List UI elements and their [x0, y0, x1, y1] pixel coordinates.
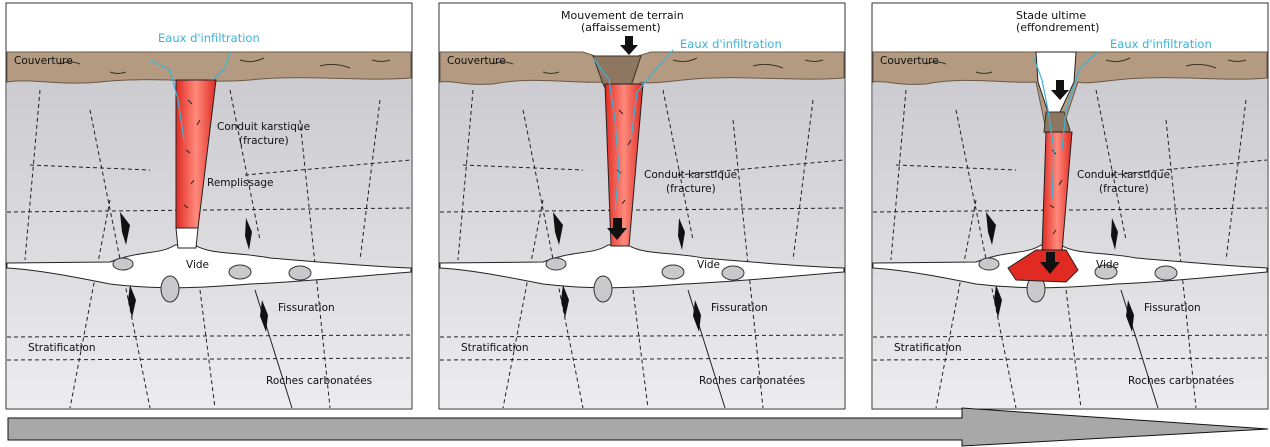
cover-label: Couverture [447, 55, 506, 67]
conduit-sub-label: (fracture) [666, 183, 716, 195]
stratification-label: Stratification [894, 342, 962, 354]
fissure-label: Fissuration [1144, 302, 1201, 314]
conduit-sub-label: (fracture) [1099, 183, 1149, 195]
rock-label: Roches carbonatées [699, 375, 805, 387]
fissure-label: Fissuration [278, 302, 335, 314]
water-label: Eaux d'infiltration [1110, 37, 1212, 51]
conduit-label: Conduit karstique [1077, 169, 1170, 181]
conduit-sub-label: (fracture) [239, 135, 289, 147]
conduit-neck [176, 228, 198, 248]
water-label: Eaux d'infiltration [680, 37, 782, 51]
panel-1: Eaux d'infiltration Couverture Conduit k… [6, 3, 412, 409]
panel-3: Stade ultime (effondrement) Eaux d'infil… [872, 3, 1268, 409]
progression-arrow [8, 408, 1268, 446]
stratification-label: Stratification [28, 342, 96, 354]
fissure-label: Fissuration [711, 302, 768, 314]
stage-subtitle: (effondrement) [1016, 21, 1099, 34]
panel-2: Mouvement de terrain (affaissement) Eaux… [439, 3, 845, 409]
rock-label: Roches carbonatées [1128, 375, 1234, 387]
void-label: Vide [1096, 259, 1119, 271]
conduit-label: Conduit karstique [644, 169, 737, 181]
void-label: Vide [697, 259, 720, 271]
stage-subtitle: (affaissement) [581, 21, 661, 34]
fill-label: Remplissage [207, 177, 274, 189]
cover-label: Couverture [880, 55, 939, 67]
conduit-label: Conduit karstique [217, 121, 310, 133]
cover-label: Couverture [14, 55, 73, 67]
void-label: Vide [186, 259, 209, 271]
water-label: Eaux d'infiltration [158, 31, 260, 45]
rock-label: Roches carbonatées [266, 375, 372, 387]
stratification-label: Stratification [461, 342, 529, 354]
